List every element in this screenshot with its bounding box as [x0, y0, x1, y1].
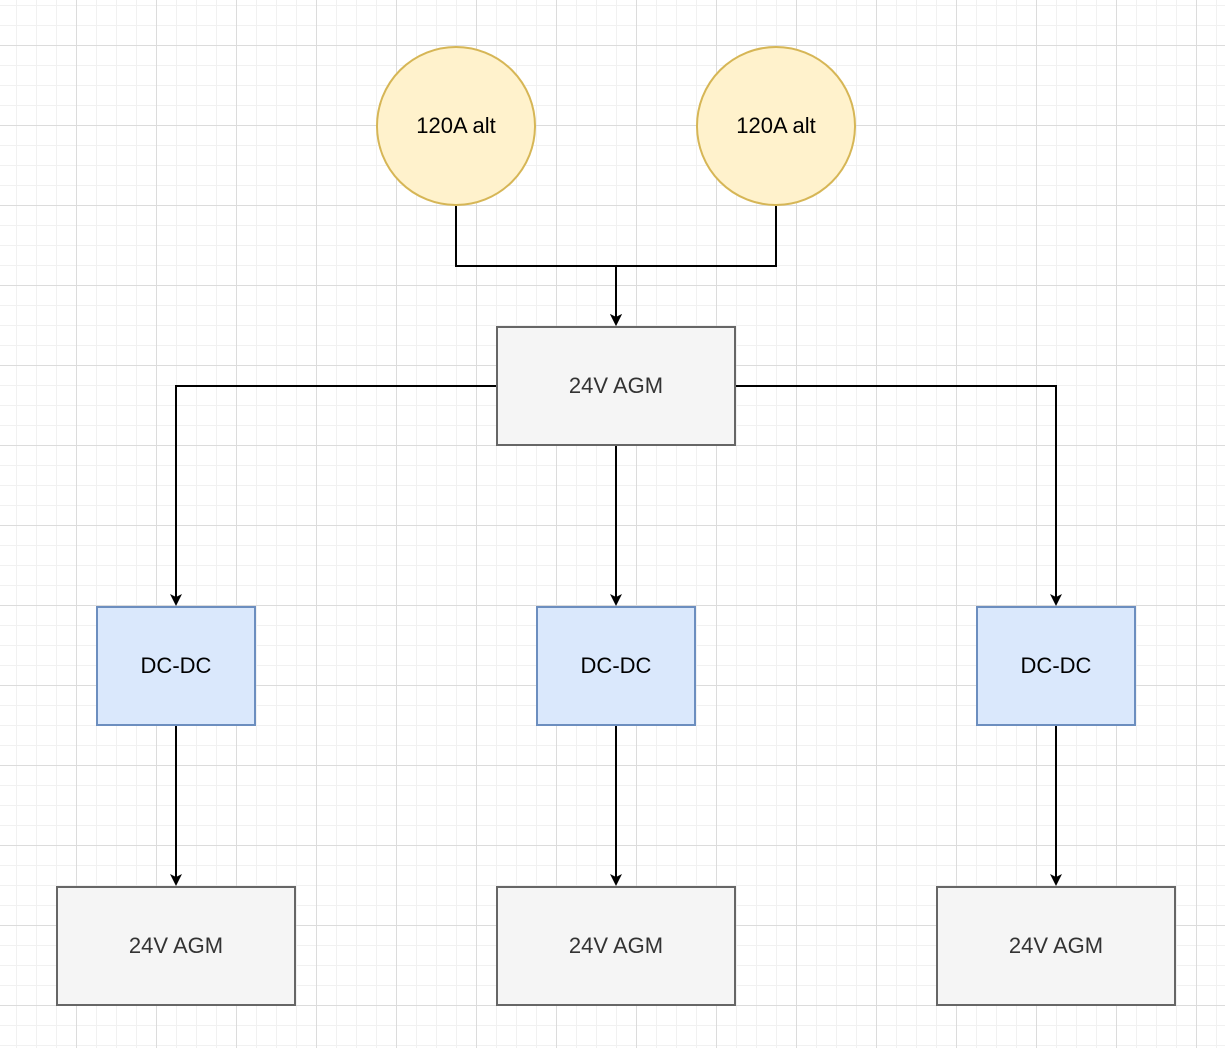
main-battery-node[interactable]: 24V AGM: [496, 326, 736, 446]
edge-main-to-dcdc-right[interactable]: [736, 385, 1062, 606]
battery-node-center[interactable]: 24V AGM: [496, 886, 736, 1006]
edge-alt1-to-main[interactable]: [455, 206, 622, 326]
alternator-node-1[interactable]: 120A alt: [376, 46, 536, 206]
alternator-label: 120A alt: [416, 113, 496, 138]
dcdc-label: DC-DC: [580, 653, 652, 678]
dcdc-node-center[interactable]: DC-DC: [536, 606, 696, 726]
alternator-label: 120A alt: [736, 113, 816, 138]
edge-alt2-to-main[interactable]: [610, 206, 777, 326]
dcdc-label: DC-DC: [1020, 653, 1092, 678]
battery-node-left[interactable]: 24V AGM: [56, 886, 296, 1006]
edge-main-to-dcdc-left[interactable]: [170, 385, 496, 606]
battery-label: 24V AGM: [568, 933, 664, 958]
main-battery-label: 24V AGM: [568, 373, 664, 398]
battery-label: 24V AGM: [128, 933, 224, 958]
alternator-node-2[interactable]: 120A alt: [696, 46, 856, 206]
dcdc-label: DC-DC: [140, 653, 212, 678]
battery-label: 24V AGM: [1008, 933, 1104, 958]
dcdc-node-right[interactable]: DC-DC: [976, 606, 1136, 726]
dcdc-node-left[interactable]: DC-DC: [96, 606, 256, 726]
battery-node-right[interactable]: 24V AGM: [936, 886, 1176, 1006]
